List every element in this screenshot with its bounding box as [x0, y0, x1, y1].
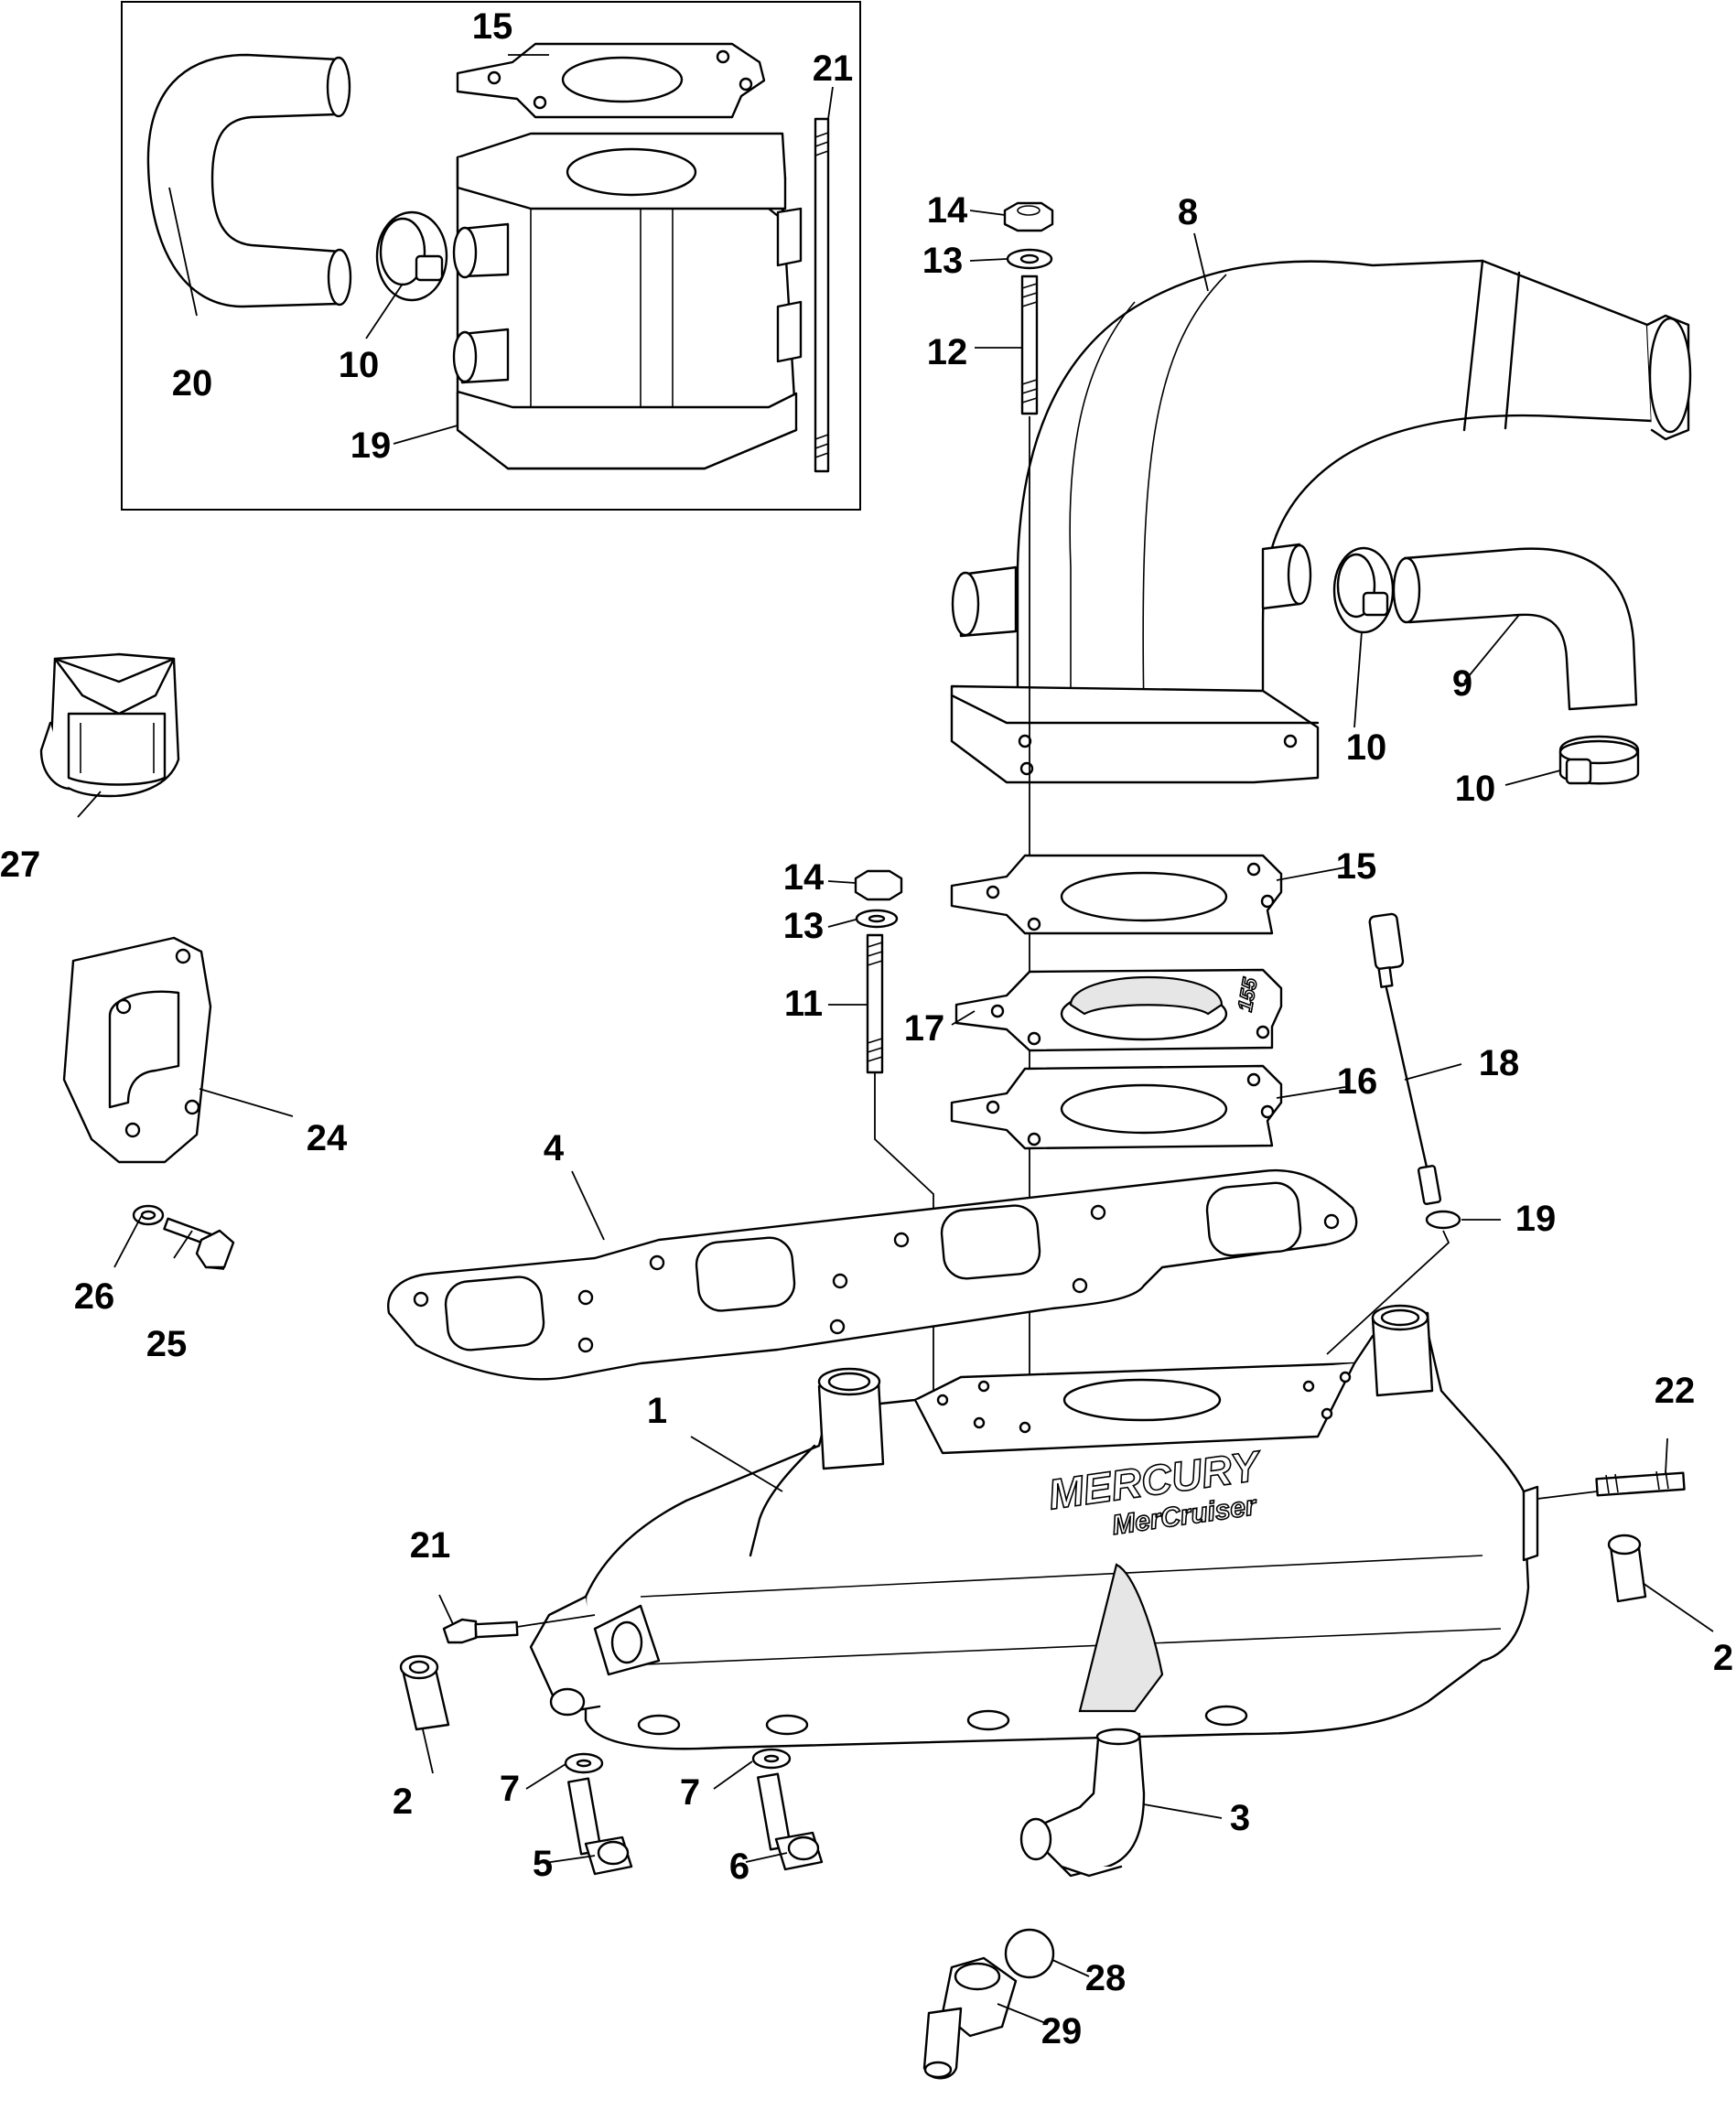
part-23-long-stud [814, 117, 830, 473]
part-27-flapper [39, 652, 180, 798]
part-6-screw [757, 1772, 824, 1871]
callout-12: 12 [927, 332, 968, 372]
callout-6: 6 [729, 1846, 749, 1887]
part-5-screw [567, 1777, 633, 1876]
part-19-bolt [442, 1618, 519, 1644]
callout-5: 5 [533, 1844, 553, 1884]
callout-3: 3 [1230, 1798, 1250, 1838]
callout-1: 1 [647, 1391, 667, 1431]
part-13-washer-upper [1006, 248, 1053, 270]
part-10-hose-clamp-lower [1558, 735, 1640, 785]
part-15-gasket-bottom [950, 1064, 1283, 1150]
part-28-check-ball [1004, 1928, 1055, 1979]
part-7-washer-left [564, 1752, 604, 1774]
callout-29: 29 [1041, 2011, 1083, 2051]
part-18-o-ring [1425, 1210, 1461, 1230]
part-29-fitting [922, 1956, 1018, 2080]
callout-13-upper: 13 [922, 241, 964, 281]
part-3-elbow-fitting [1019, 1728, 1146, 1878]
part-10-hose-clamp-upper [1332, 546, 1395, 634]
part-24-flapper-plate [62, 936, 212, 1164]
callout-24: 24 [307, 1118, 348, 1158]
part-14-nut-lower [854, 869, 903, 901]
part-9-hose [1392, 547, 1638, 711]
part-15-gasket-top [950, 854, 1283, 935]
callout-16: 17 [904, 1008, 945, 1049]
part-16-restrictor-gasket: 155 [954, 968, 1283, 1052]
part-21-exhaust-spacer [452, 132, 803, 470]
part-17-temperature-sensor [1368, 912, 1442, 1205]
callout-13-lower: 13 [783, 906, 825, 946]
callout-28: 28 [1085, 1958, 1127, 1998]
callout-14-upper: 14 [927, 190, 968, 231]
part-22-c-hose [146, 53, 352, 308]
part-20-stud [1595, 1469, 1686, 1497]
callout-7-left: 7 [500, 1769, 520, 1809]
callout-22: 20 [172, 363, 213, 404]
callout-2-left: 2 [393, 1782, 413, 1822]
part-12-stud-upper [1020, 275, 1039, 415]
part-25-bolt [163, 1217, 235, 1269]
callout-14-lower: 14 [783, 857, 825, 898]
callout-21: 19 [350, 425, 392, 466]
callout-15-inset: 15 [472, 6, 513, 47]
callout-10-lower: 10 [1455, 769, 1496, 809]
callout-4: 4 [544, 1128, 565, 1168]
callout-18: 19 [1515, 1199, 1557, 1239]
part-14-nut-upper [1003, 201, 1054, 232]
inset-frame [121, 1, 861, 511]
part-2-plug-right [1607, 1534, 1647, 1603]
callout-15-top: 15 [1336, 846, 1377, 887]
part-11-stud-lower [866, 933, 884, 1074]
callout-8: 8 [1178, 192, 1198, 232]
part-10-hose-clamp-inset [375, 210, 448, 302]
callout-10-inset: 10 [339, 345, 380, 385]
callout-15-bottom: 16 [1337, 1061, 1378, 1102]
callout-20: 22 [1655, 1371, 1696, 1411]
part-15-gasket-inset [456, 42, 766, 119]
callout-27: 27 [0, 845, 40, 885]
callout-9: 9 [1452, 663, 1472, 704]
callout-11: 11 [784, 984, 823, 1024]
callout-25: 25 [146, 1324, 188, 1364]
part-7-washer-right [751, 1748, 792, 1770]
part-2-plug-left [399, 1654, 450, 1731]
part-1-exhaust-manifold: MERCURY MerCruiser [529, 1304, 1539, 1750]
callout-19: 21 [410, 1525, 451, 1566]
alignment-line-bolt-19 [516, 1614, 596, 1628]
alignment-line-stud-20 [1537, 1491, 1598, 1500]
callout-7-right: 7 [680, 1772, 700, 1813]
part-13-washer-lower [855, 909, 899, 929]
callout-2-right: 2 [1713, 1638, 1733, 1678]
callout-23: 21 [813, 48, 854, 89]
callout-10-upper: 10 [1346, 727, 1387, 768]
callout-26: 26 [74, 1276, 115, 1317]
callout-17: 18 [1479, 1043, 1520, 1083]
alignment-line-sensor [1326, 1230, 1450, 1355]
callout-labels: 15 21 20 10 19 14 13 12 8 9 10 10 14 13 … [0, 6, 1733, 2051]
part-4-manifold-gasket [387, 1168, 1358, 1381]
part-8-exhaust-elbow [950, 259, 1692, 784]
leader-lines [77, 54, 1714, 2025]
